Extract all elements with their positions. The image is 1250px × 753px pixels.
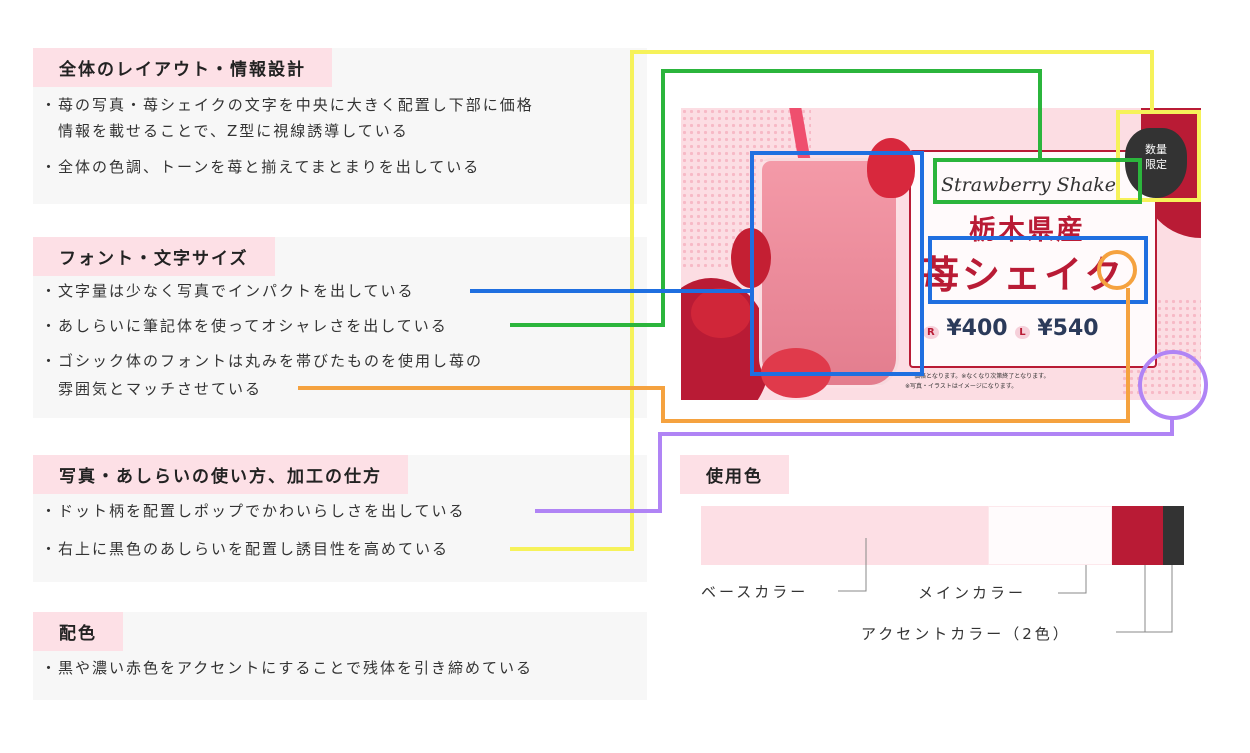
size-r: R (923, 326, 939, 339)
accent-color-label: アクセントカラー（2色） (861, 625, 1071, 643)
badge-line: 数量 (1145, 143, 1167, 156)
section-layout: 全体のレイアウト・情報設計 ・苺の写真・苺シェイクの文字を中央に大きく配置し下部… (33, 48, 647, 204)
strawberry-badge: 数量 限定 (1125, 128, 1187, 198)
strawberry (691, 288, 751, 338)
point: ・文字量は少なく写真でインパクトを出している (41, 282, 415, 300)
section-title: 全体のレイアウト・情報設計 (33, 48, 332, 87)
strawberry (731, 228, 771, 288)
poster-image: Strawberry Shake 栃木県産 苺シェイク R ¥400 L ¥54… (681, 108, 1201, 400)
base-color-label: ベースカラー (701, 583, 809, 601)
swatch-main (988, 506, 1112, 565)
note: ※写真・イラストはイメージになります。 (905, 383, 1018, 390)
menu-card: Strawberry Shake 栃木県産 苺シェイク R ¥400 L ¥54… (909, 150, 1157, 368)
size-l: L (1015, 326, 1030, 339)
swatch-accent-black (1163, 506, 1184, 565)
badge-line: 限定 (1145, 158, 1167, 171)
section-title: 配色 (33, 612, 123, 651)
point: ・全体の色調、トーンを苺と揃えてまとまりを出している (41, 158, 481, 176)
section-font: フォント・文字サイズ ・文字量は少なく写真でインパクトを出している ・あしらいに… (33, 237, 647, 418)
origin: 栃木県産 (969, 215, 1085, 246)
swatch-accent-red (1112, 506, 1163, 565)
script-title: Strawberry Shake (941, 174, 1117, 196)
point: ・あしらいに筆記体を使ってオシャレさを出している (41, 317, 448, 335)
section-title: 写真・あしらいの使い方、加工の仕方 (33, 455, 408, 494)
price-r: ¥400 (946, 316, 1008, 341)
point: ・ゴシック体のフォントは丸みを帯びたものを使用し苺の (41, 352, 484, 370)
point: ・ドット柄を配置しポップでかわいらしさを出している (41, 502, 466, 520)
point: ・右上に黒色のあしらいを配置し誘目性を高めている (41, 540, 450, 558)
section-photo: 写真・あしらいの使い方、加工の仕方 ・ドット柄を配置しポップでかわいらしさを出し… (33, 455, 647, 582)
price-l: ¥540 (1037, 316, 1099, 341)
note: 価格となります。※なくなり次第終了となります。 (914, 373, 1050, 380)
section-title: フォント・文字サイズ (33, 237, 275, 276)
main-color-label: メインカラー (918, 584, 1027, 602)
point: ・苺の写真・苺シェイクの文字を中央に大きく配置し下部に価格 (41, 96, 534, 114)
point: 雰囲気とマッチさせている (41, 380, 263, 398)
prices: R ¥400 L ¥540 (923, 316, 1099, 341)
point: ・黒や濃い赤色をアクセントにすることで残体を引き締めている (41, 659, 533, 677)
strawberry (867, 138, 915, 198)
swatch-base (701, 506, 988, 565)
strawberry (761, 348, 831, 398)
colors-title: 使用色 (680, 455, 789, 494)
section-color: 配色 ・黒や濃い赤色をアクセントにすることで残体を引き締めている (33, 612, 647, 700)
product-name: 苺シェイク (921, 253, 1126, 297)
point: 情報を載せることで、Z型に視線誘導している (41, 122, 409, 140)
